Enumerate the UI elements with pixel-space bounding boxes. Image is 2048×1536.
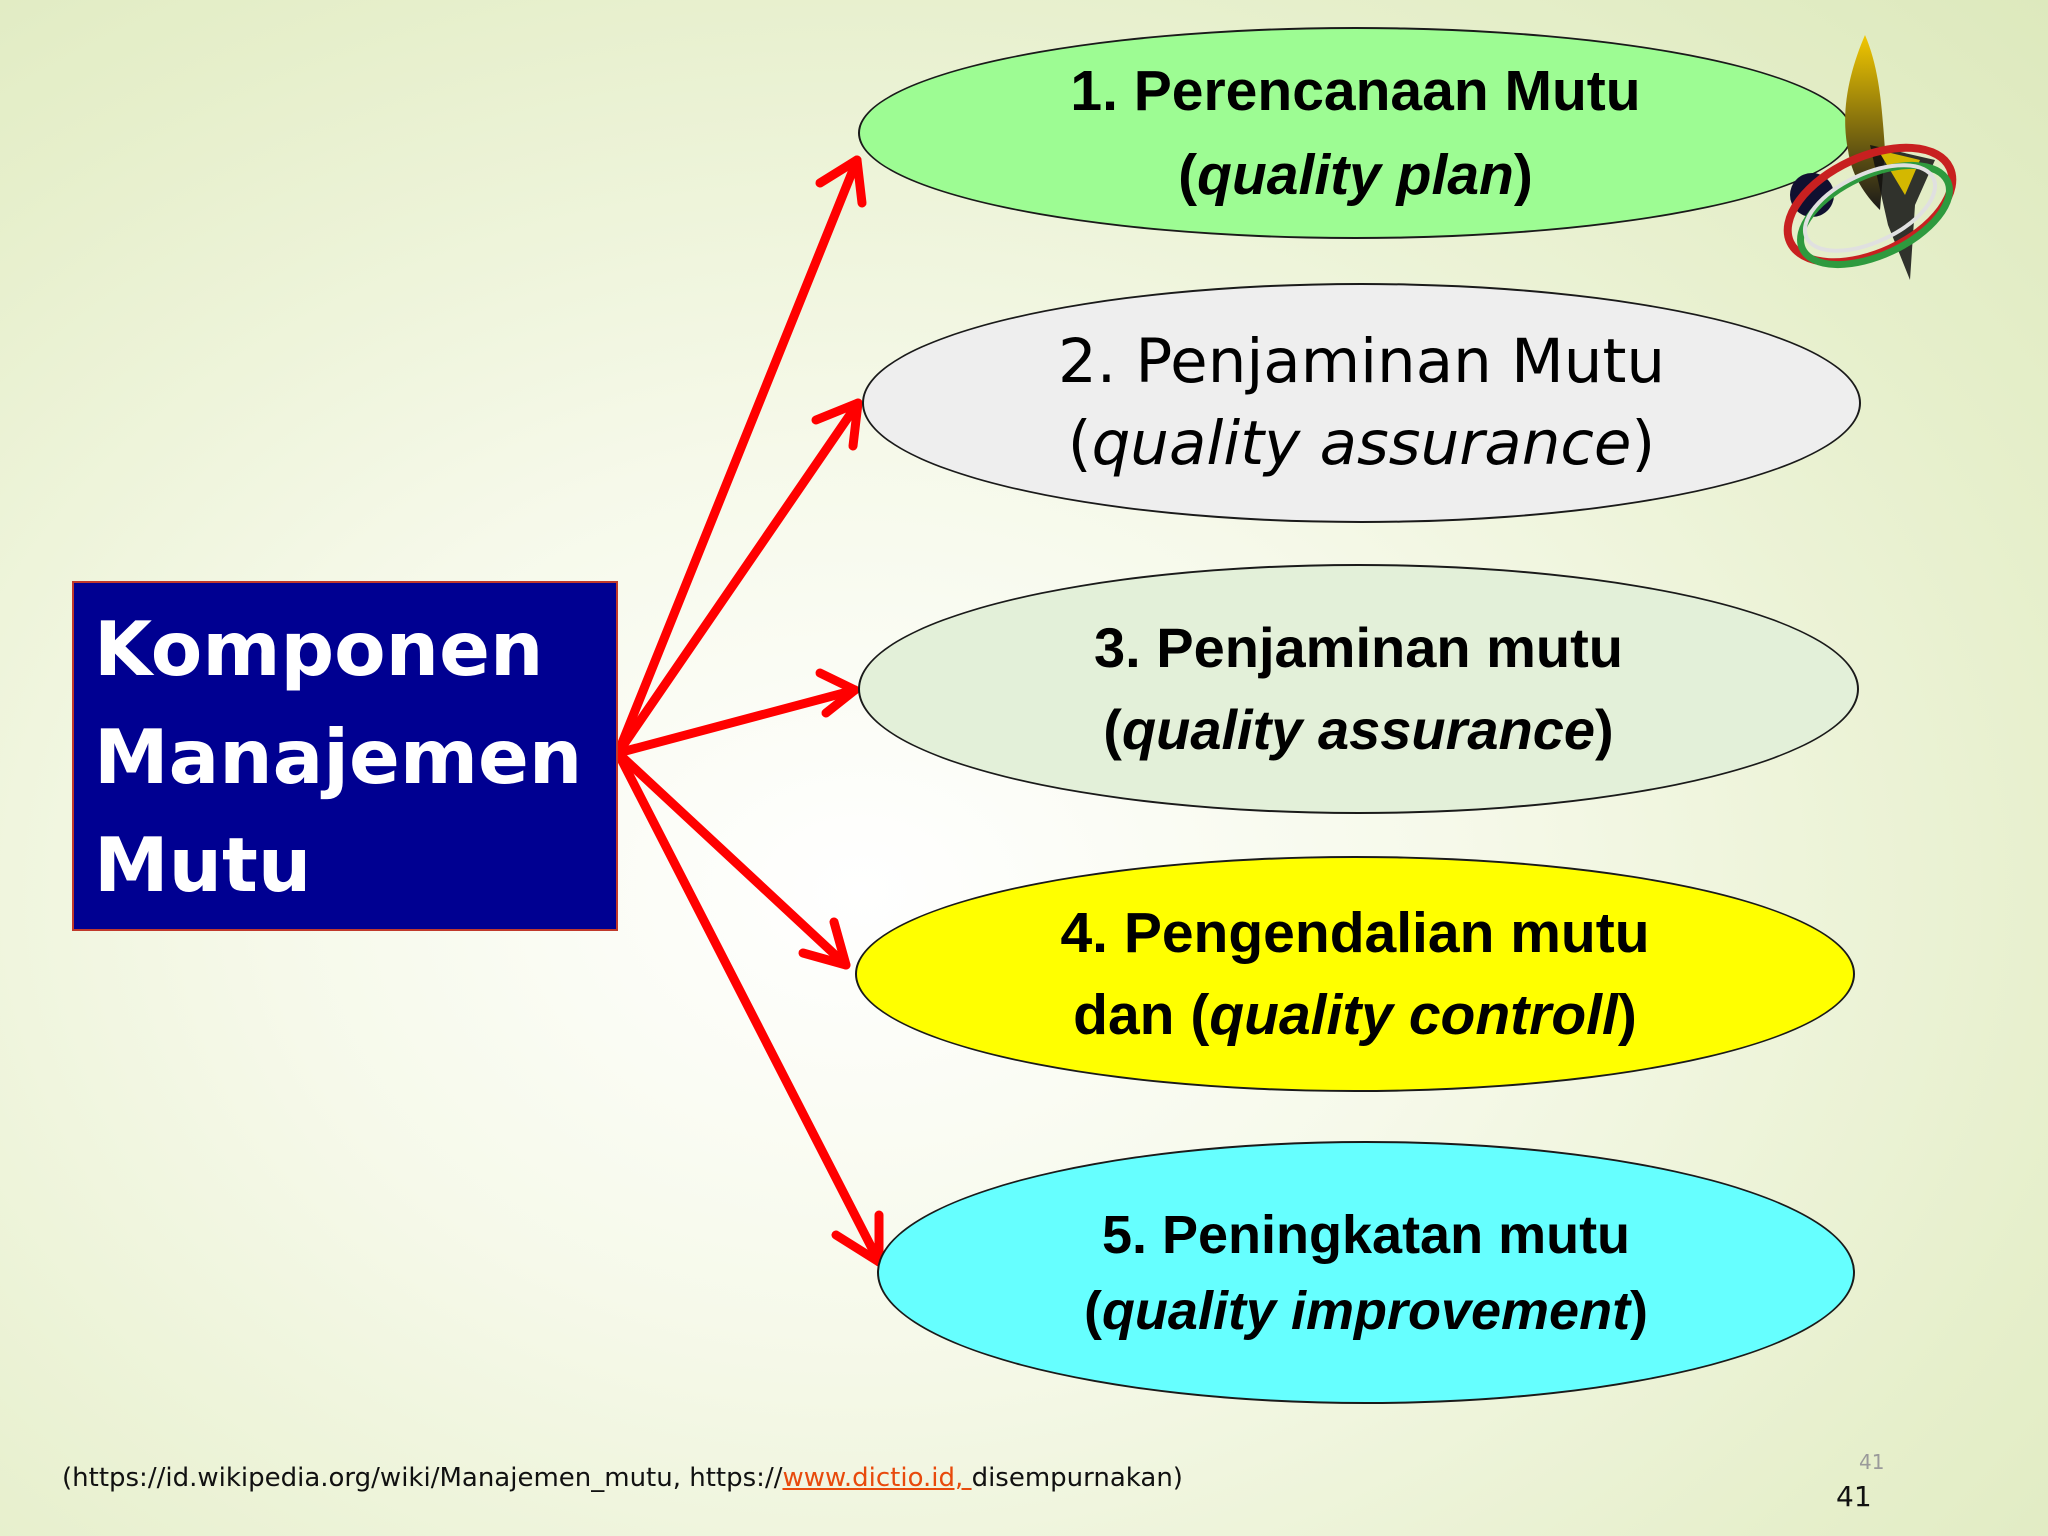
arrowhead-1 <box>815 155 867 208</box>
citation-prefix: (https://id.wikipedia.org/wiki/Manajemen… <box>62 1463 783 1493</box>
component-5-subtitle: (quality improvement) <box>879 1273 1853 1349</box>
component-5-open: ( <box>1083 1280 1102 1341</box>
component-3-ellipse: 3. Penjaminan mutu (quality assurance) <box>858 564 1859 814</box>
component-1-term: quality plan <box>1197 143 1514 207</box>
arrow-3 <box>613 685 860 758</box>
root-node-box: Komponen Manajemen Mutu <box>72 581 618 931</box>
institution-logo-icon <box>1783 35 1957 280</box>
component-1-title: 1. Perencanaan Mutu <box>1070 59 1641 123</box>
component-5-ellipse: 5. Peningkatan mutu (quality improvement… <box>877 1141 1855 1404</box>
component-1-ellipse: 1. Perencanaan Mutu (quality plan) <box>858 27 1853 239</box>
root-line-1: Komponen <box>94 605 544 693</box>
arrow-2 <box>613 398 863 758</box>
citation-suffix: disempurnakan) <box>971 1463 1183 1493</box>
component-3-title: 3. Penjaminan mutu <box>1094 616 1623 679</box>
arrow-5 <box>613 748 884 1267</box>
component-4-ellipse: 4. Pengendalian mutu dan (quality contro… <box>855 856 1855 1092</box>
slide-number: 41 <box>1836 1480 1872 1513</box>
component-3-close: ) <box>1595 698 1614 761</box>
component-5-term: quality improvement <box>1101 1280 1631 1341</box>
arrow-4 <box>613 748 851 970</box>
component-5-title: 5. Peningkatan mutu <box>1101 1204 1631 1265</box>
component-5-close: ) <box>1630 1280 1649 1341</box>
component-3-subtitle: (quality assurance) <box>860 689 1857 771</box>
arrowhead-4 <box>798 917 851 970</box>
component-4-title: 4. Pengendalian mutu <box>1060 901 1650 965</box>
component-2-ellipse: 2. Penjaminan Mutu (quality assurance) <box>862 283 1861 523</box>
component-2-title: 2. Penjaminan Mutu <box>1057 326 1666 397</box>
component-2-subtitle: (quality assurance) <box>864 403 1859 485</box>
arrow-1 <box>613 155 862 758</box>
root-line-3: Mutu <box>94 821 312 909</box>
component-4-subtitle: dan (quality controll) <box>857 974 1853 1056</box>
component-1-open: ( <box>1178 143 1198 207</box>
component-1-close: ) <box>1513 143 1533 207</box>
component-4-close: ) <box>1617 983 1637 1047</box>
component-2-open: ( <box>1067 408 1092 479</box>
root-line-2: Manajemen <box>94 713 583 801</box>
slide-number-placeholder: 41 <box>1859 1450 1885 1474</box>
citation-link[interactable]: www.dictio.id, <box>782 1463 972 1493</box>
component-4-term: quality controll <box>1209 983 1618 1047</box>
component-1-subtitle: (quality plan) <box>860 133 1851 217</box>
component-4-open: dan ( <box>1073 983 1210 1047</box>
component-2-term: quality assurance <box>1091 408 1632 479</box>
component-3-term: quality assurance <box>1121 698 1596 761</box>
arrowhead-2 <box>811 398 863 451</box>
component-3-open: ( <box>1103 698 1122 761</box>
source-citation: (https://id.wikipedia.org/wiki/Manajemen… <box>62 1463 1183 1493</box>
component-2-close: ) <box>1631 408 1656 479</box>
arrowhead-3 <box>815 668 860 718</box>
